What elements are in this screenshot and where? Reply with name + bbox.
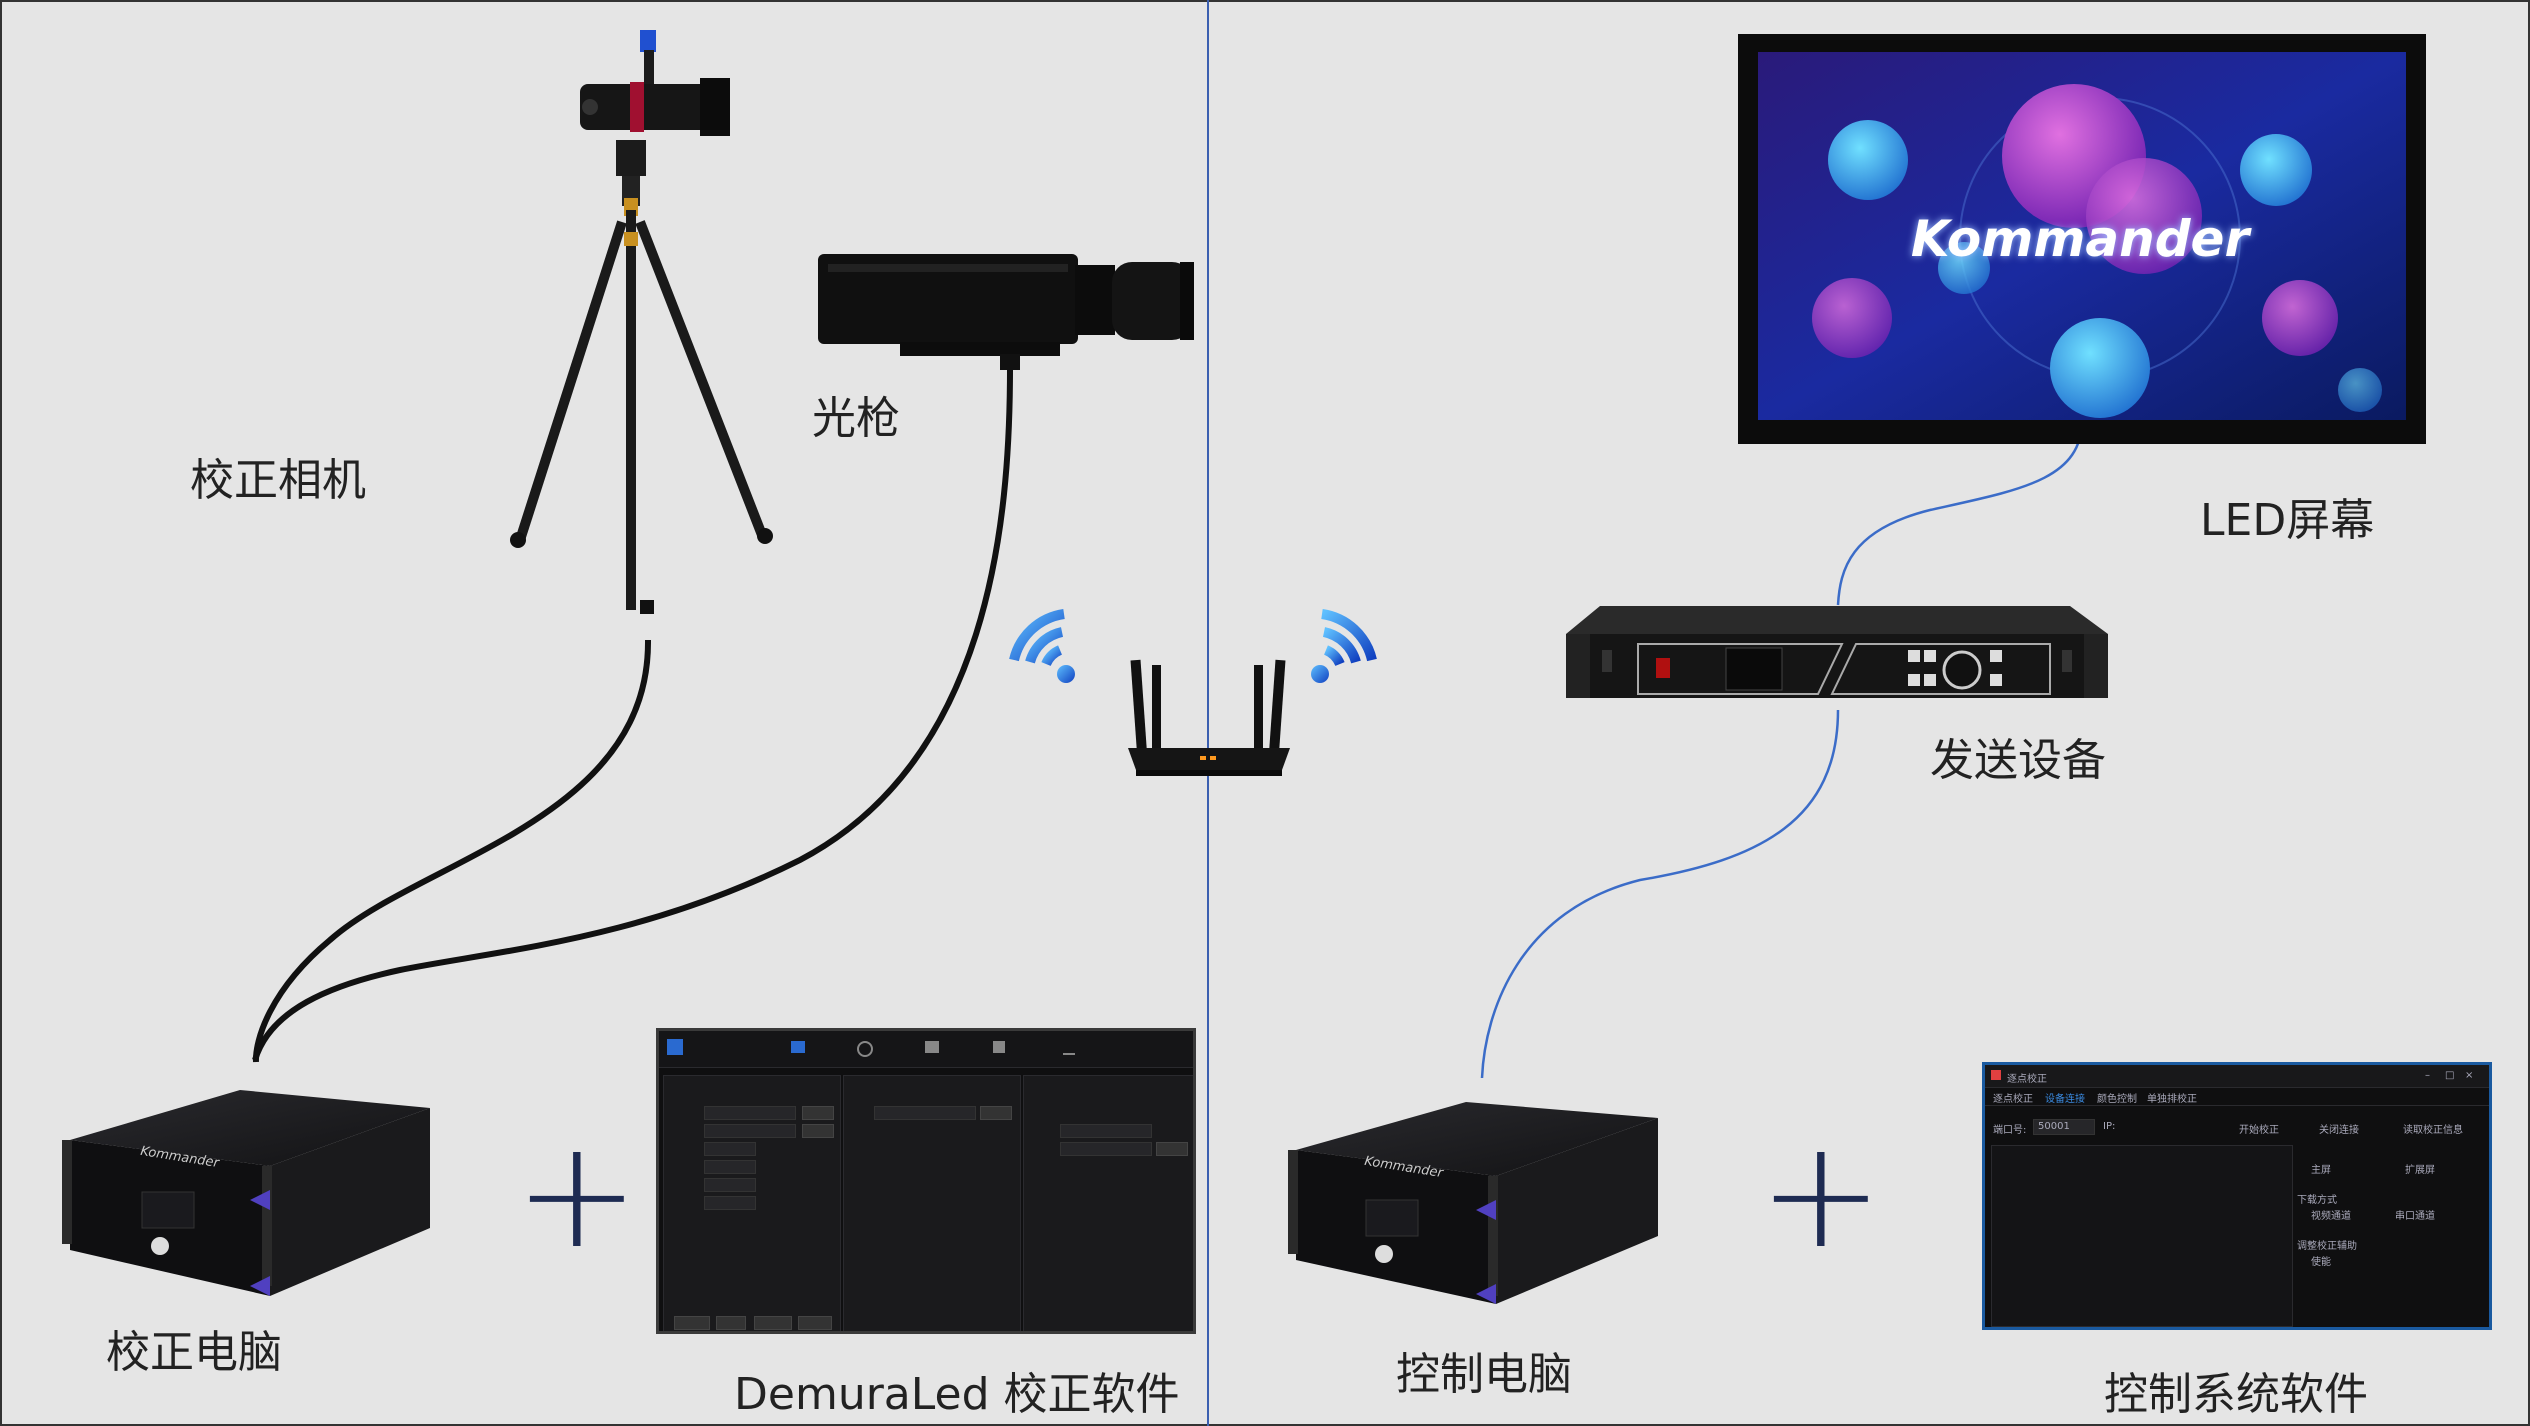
demura-tool-icon xyxy=(993,1041,1005,1053)
demura-panel-left xyxy=(663,1075,841,1331)
maximize-icon[interactable]: □ xyxy=(2445,1070,2455,1081)
control-log-area xyxy=(1991,1145,2293,1327)
camera-cable xyxy=(252,639,652,1063)
serial-channel-option[interactable]: 串口通道 xyxy=(2395,1211,2435,1222)
tab-1[interactable]: 设备连接 xyxy=(2045,1094,2085,1105)
tab-0[interactable]: 逐点校正 xyxy=(1993,1094,2033,1105)
close-connection-button[interactable]: 关闭连接 xyxy=(2319,1125,2359,1136)
control-software-screenshot: 逐点校正 – □ × 逐点校正 设备连接 颜色控制 单独排校正 端口号: 500… xyxy=(1982,1062,2492,1330)
tripod-camera xyxy=(510,30,773,614)
main-screen-option[interactable]: 主屏 xyxy=(2311,1165,2331,1176)
light-gun xyxy=(818,254,1194,370)
label-sending-device: 发送设备 xyxy=(1930,735,2106,786)
demura-tool-icon xyxy=(1063,1041,1075,1055)
tab-2[interactable]: 颜色控制 xyxy=(2097,1094,2137,1105)
demura-panel-middle xyxy=(843,1075,1021,1331)
read-calibration-button[interactable]: 读取校正信息 xyxy=(2403,1125,2463,1136)
light-gun-cable xyxy=(252,367,1013,1061)
label-control-pc: 控制电脑 xyxy=(1396,1349,1572,1400)
calibration-pc xyxy=(62,1090,430,1296)
video-channel-option[interactable]: 视频通道 xyxy=(2311,1211,2351,1222)
minimize-icon[interactable]: – xyxy=(2425,1070,2430,1081)
ip-label: IP: xyxy=(2103,1121,2116,1132)
start-calibration-button[interactable]: 开始校正 xyxy=(2239,1125,2279,1136)
label-led-screen: LED屏幕 xyxy=(2200,495,2375,546)
demura-tool-icon xyxy=(925,1041,939,1053)
demura-tool-icon xyxy=(791,1041,805,1053)
label-calibration-pc: 校正电脑 xyxy=(106,1327,282,1378)
led-screen xyxy=(1738,34,2426,444)
plus-sign-right: + xyxy=(1758,1108,1884,1282)
control-pc-cable xyxy=(1480,709,1840,1079)
demura-panel-right xyxy=(1023,1075,1193,1331)
router xyxy=(1128,659,1290,776)
label-control-software: 控制系统软件 xyxy=(2104,1369,2368,1420)
download-mode-label: 下载方式 xyxy=(2297,1195,2337,1206)
assist-label: 调整校正辅助 xyxy=(2297,1241,2357,1252)
port-input[interactable]: 50001 xyxy=(2033,1119,2095,1135)
enable-checkbox[interactable]: 使能 xyxy=(2311,1257,2331,1268)
plus-sign-left: + xyxy=(514,1108,640,1282)
port-label: 端口号: xyxy=(1993,1125,2027,1136)
screen-logo: Kommander xyxy=(1910,210,2250,268)
close-icon[interactable]: × xyxy=(2465,1070,2474,1081)
screen-cable xyxy=(1836,419,2084,606)
label-light-gun: 光枪 xyxy=(812,393,900,444)
extended-screen-option[interactable]: 扩展屏 xyxy=(2405,1165,2435,1176)
wifi-right-icon xyxy=(1311,609,1377,683)
window-title: 逐点校正 xyxy=(2007,1074,2047,1085)
demura-software-screenshot xyxy=(656,1028,1196,1334)
demura-tool-icon xyxy=(857,1041,873,1057)
control-tabs: 逐点校正 设备连接 颜色控制 单独排校正 xyxy=(1985,1087,2489,1106)
control-title-bar: 逐点校正 – □ × xyxy=(1985,1065,2489,1088)
control-pc xyxy=(1288,1102,1658,1304)
demura-app-icon xyxy=(667,1039,683,1055)
tab-3[interactable]: 单独排校正 xyxy=(2147,1094,2197,1105)
wifi-left-icon xyxy=(1009,609,1075,683)
sending-device xyxy=(1566,606,2108,698)
app-icon xyxy=(1991,1070,2001,1080)
label-calibration-camera: 校正相机 xyxy=(190,455,366,506)
label-demura-software: DemuraLed 校正软件 xyxy=(734,1369,1180,1420)
